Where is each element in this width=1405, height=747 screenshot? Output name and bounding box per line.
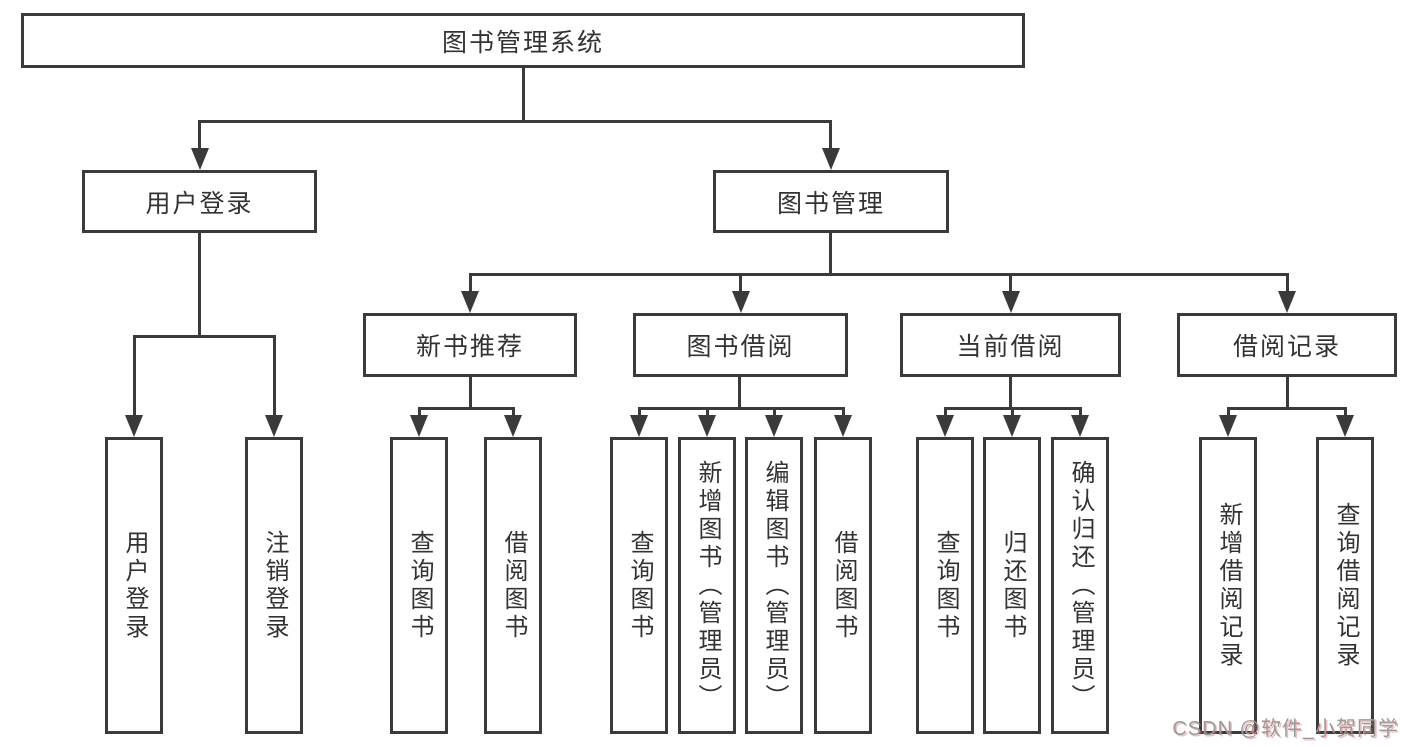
arrow-down-icon: [1219, 415, 1237, 437]
connector-line: [521, 68, 525, 120]
arrow-down-icon: [630, 415, 648, 437]
node-book-borrowing: 图书借阅: [633, 313, 848, 377]
connector-line: [198, 120, 832, 123]
connector-line: [1343, 407, 1347, 419]
connector-line: [132, 335, 276, 338]
node-return-books: 归还图书: [983, 437, 1041, 734]
arrow-down-icon: [125, 415, 143, 437]
node-query-books-borrowing: 查询图书: [610, 437, 668, 734]
node-add-books-admin: 新增图书（管理员）: [678, 437, 736, 734]
node-confirm-return-admin: 确认归还（管理员）: [1051, 437, 1109, 734]
connector-line: [197, 233, 201, 335]
arrow-down-icon: [461, 291, 479, 313]
node-logout: 注销登录: [245, 437, 303, 734]
arrow-down-icon: [265, 415, 283, 437]
connector-line: [511, 407, 515, 419]
connector-line: [739, 273, 742, 293]
connector-line: [1285, 377, 1289, 407]
connector-line: [468, 273, 1289, 276]
arrow-down-icon: [936, 415, 954, 437]
arrow-down-icon: [1003, 415, 1021, 437]
arrow-down-icon: [1071, 415, 1089, 437]
connector-line: [132, 335, 136, 417]
connector-line: [829, 120, 832, 152]
node-borrow-books-leaf: 借阅图书: [814, 437, 872, 734]
node-edit-books-admin: 编辑图书（管理员）: [745, 437, 803, 734]
node-library-system: 图书管理系统: [21, 13, 1025, 68]
connector-line: [943, 407, 947, 419]
arrow-down-icon: [410, 415, 428, 437]
connector-line: [1226, 407, 1347, 410]
connector-line: [705, 407, 709, 419]
arrow-down-icon: [698, 415, 716, 437]
connector-line: [737, 377, 741, 407]
arrow-down-icon: [731, 291, 750, 313]
arrow-down-icon: [821, 148, 840, 170]
node-new-book-recommend: 新书推荐: [363, 313, 577, 377]
connector-line: [468, 273, 472, 293]
arrow-down-icon: [1336, 415, 1354, 437]
connector-line: [1009, 377, 1012, 407]
node-borrow-books-recommend: 借阅图书: [484, 437, 542, 734]
node-add-borrow-record: 新增借阅记录: [1199, 437, 1257, 734]
connector-line: [1078, 407, 1082, 419]
node-book-management: 图书管理: [713, 170, 949, 233]
connector-line: [829, 233, 832, 273]
connector-line: [272, 335, 276, 417]
arrow-down-icon: [504, 415, 522, 437]
node-query-books-current: 查询图书: [916, 437, 974, 734]
connector-line: [198, 120, 201, 152]
connector-line: [1009, 273, 1012, 293]
connector-line: [417, 407, 515, 410]
node-query-books-recommend: 查询图书: [390, 437, 448, 734]
watermark: CSDN @软件_小贺同学: [1172, 718, 1399, 740]
connector-line: [841, 407, 845, 419]
connector-line: [1010, 407, 1014, 419]
connector-line: [468, 377, 472, 407]
arrow-down-icon: [1001, 291, 1020, 313]
node-borrowing-records: 借阅记录: [1177, 313, 1397, 377]
node-current-borrowing: 当前借阅: [900, 313, 1121, 377]
node-query-borrow-record: 查询借阅记录: [1316, 437, 1374, 734]
connector-line: [1226, 407, 1230, 419]
node-user-login-leaf: 用户登录: [105, 437, 163, 734]
connector-line: [417, 407, 421, 419]
arrow-down-icon: [190, 148, 209, 170]
connector-line: [637, 407, 845, 410]
arrow-down-icon: [1278, 291, 1296, 313]
connector-line: [637, 407, 641, 419]
connector-line: [772, 407, 776, 419]
arrow-down-icon: [834, 415, 852, 437]
connector-line: [1285, 273, 1289, 293]
node-user-login: 用户登录: [82, 170, 317, 233]
arrow-down-icon: [765, 415, 783, 437]
